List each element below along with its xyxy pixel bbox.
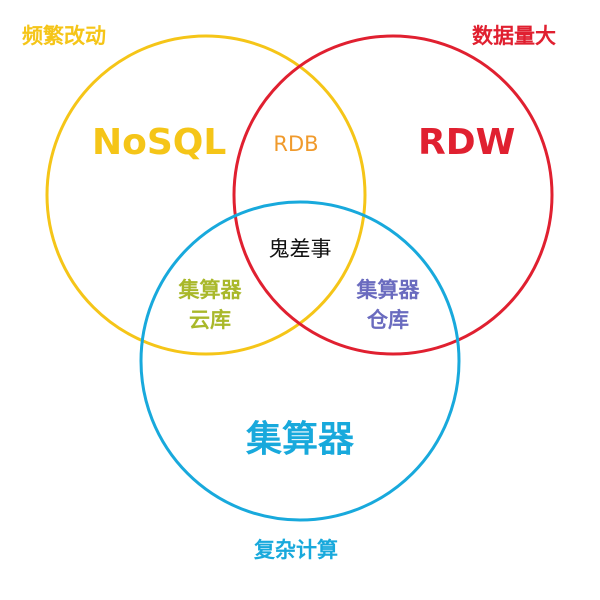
label-left-overlap: 集算器 云库 [168, 275, 252, 335]
label-rdb: RDB [273, 132, 319, 156]
label-top-right: 数据量大 [472, 24, 556, 48]
label-right-overlap-line2: 仓库 [367, 308, 409, 332]
label-bottom-circle: 集算器 [245, 419, 354, 460]
circle-red [232, 34, 554, 356]
label-right-overlap-line1: 集算器 [356, 278, 420, 302]
label-left-overlap-line1: 集算器 [178, 278, 242, 302]
label-bottom: 复杂计算 [254, 538, 338, 562]
circle-yellow [45, 34, 367, 356]
label-left-overlap-line2: 云库 [189, 308, 231, 332]
label-rdw: RDW [418, 122, 516, 163]
label-right-overlap: 集算器 仓库 [346, 275, 430, 335]
label-nosql: NoSQL [92, 122, 227, 163]
circle-blue [139, 200, 461, 522]
label-center: 鬼差事 [268, 237, 332, 261]
label-top-left: 频繁改动 [22, 24, 106, 48]
